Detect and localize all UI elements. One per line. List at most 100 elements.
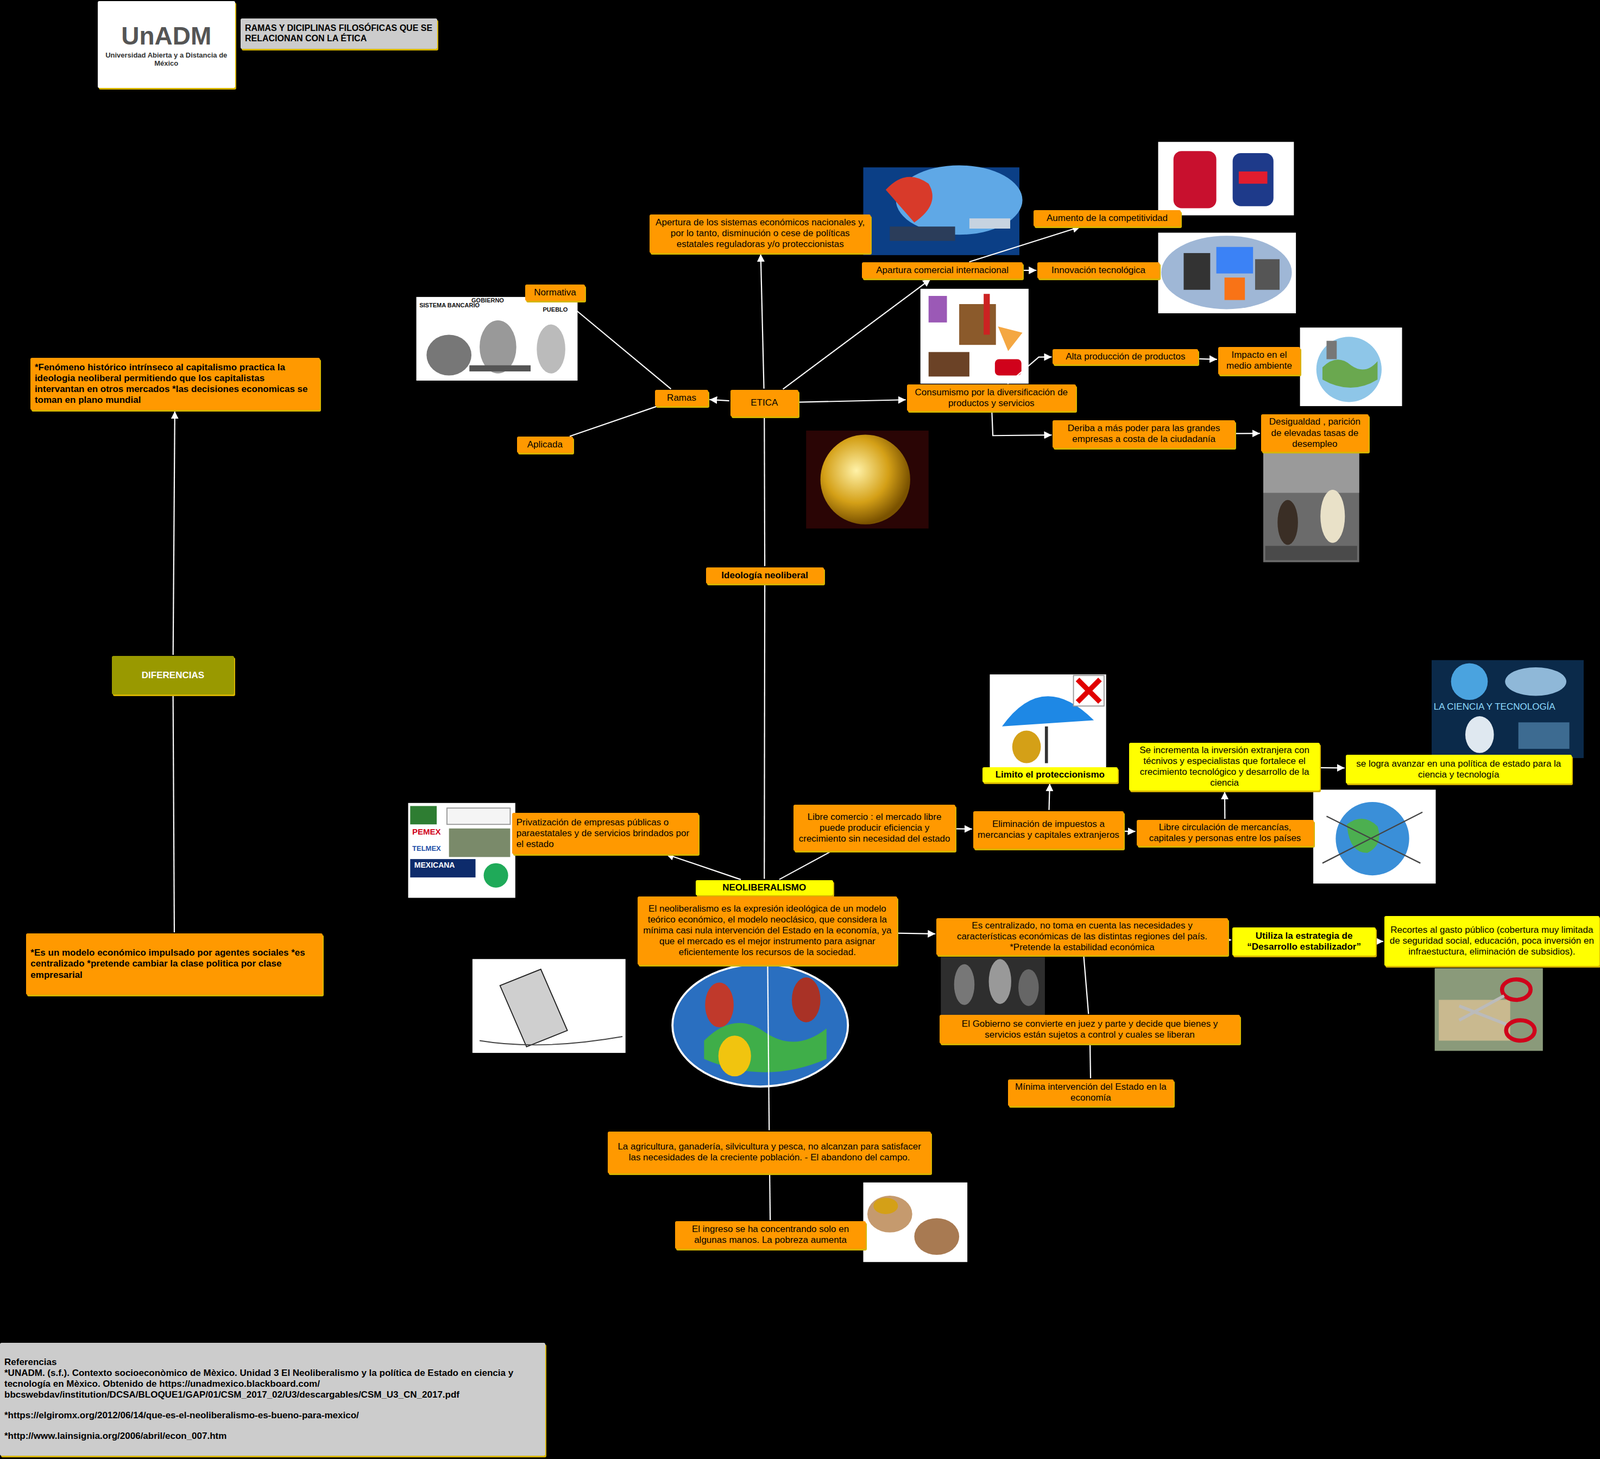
node-text: Eliminación de impuestos a mercancias y … xyxy=(977,819,1120,841)
branch-box: Normativa xyxy=(525,284,585,301)
person-shape xyxy=(989,959,1012,1005)
node-text: Se incrementa la inversión extranjera co… xyxy=(1133,745,1315,789)
products-photo xyxy=(920,288,1029,384)
concept-box: Eliminación de impuestos a mercancias y … xyxy=(973,811,1124,850)
concept-box: Se incrementa la inversión extranjera co… xyxy=(1129,742,1320,791)
node-text: El Gobierno se convierte en juez y parte… xyxy=(943,1018,1236,1041)
photo-ground xyxy=(1157,232,1296,314)
node-text: Impacto en el medio ambiente xyxy=(1222,349,1296,372)
person-shape xyxy=(704,982,734,1028)
photo-ground xyxy=(1434,968,1543,1051)
link-box: Ideología neoliberal xyxy=(706,567,824,584)
connector xyxy=(1007,356,1052,384)
node-text: *Fenómeno histórico intrínseco al capita… xyxy=(34,362,316,406)
concept-box: Recortes al gasto público (cobertura muy… xyxy=(1384,916,1600,967)
picture-label: MEXICANA xyxy=(414,861,456,870)
node-text: Limito el proteccionismo xyxy=(986,769,1114,781)
umbrella-picture xyxy=(989,674,1106,773)
picture-label: PEMEX xyxy=(412,827,442,837)
connector xyxy=(1320,767,1345,770)
connector xyxy=(569,406,657,437)
logo-shape xyxy=(483,863,509,888)
building-shape xyxy=(1263,451,1360,493)
photo-ground xyxy=(416,297,578,381)
concept-box: Utiliza la estrategia de “Desarrollo est… xyxy=(1232,927,1376,957)
person-shape xyxy=(1018,969,1039,1007)
connector xyxy=(173,695,175,933)
title-box: RAMAS Y DICIPLINAS FILOSÓFICAS QUE SE RE… xyxy=(240,18,438,49)
concept-box: se logra avanzar en una política de esta… xyxy=(1345,754,1572,784)
connector xyxy=(769,1174,771,1221)
person-shape xyxy=(1465,716,1495,754)
lab-shape xyxy=(1518,722,1570,749)
can-shape xyxy=(1173,150,1217,209)
node-text: Ramas xyxy=(659,392,705,404)
device-shape xyxy=(1224,277,1246,300)
globe-shape xyxy=(820,435,911,525)
coins-shape xyxy=(1012,730,1042,764)
photo-ground xyxy=(1263,451,1360,563)
concept-box: El neoliberalismo es la expresión ideoló… xyxy=(637,896,898,966)
factory-shape xyxy=(1326,341,1337,360)
person-shape xyxy=(718,1035,752,1077)
figure-shape xyxy=(536,324,566,374)
branch-box: Ramas xyxy=(654,389,709,407)
picture-label: TELMEX xyxy=(412,845,442,853)
connector xyxy=(760,254,765,389)
references-box: Referencias*UNADM. (s.f.). Contexto soci… xyxy=(0,1343,546,1457)
concept-box: Libre comercio : el mercado libre puede … xyxy=(793,804,956,852)
node-text: DIFERENCIAS xyxy=(116,670,230,682)
environment-picture xyxy=(1300,327,1403,407)
concept-box: Apertura de los sistemas económicos naci… xyxy=(649,214,871,254)
product-shape xyxy=(928,351,970,377)
connector xyxy=(763,584,766,880)
node-text: Privatización de empresas públicas o par… xyxy=(516,817,695,850)
photo-ground xyxy=(920,288,1029,384)
node-text: Ideología neoliberal xyxy=(710,570,820,582)
connector xyxy=(779,851,831,880)
connector xyxy=(173,411,175,655)
node-subtext: *https://elgiromx.org/2012/06/14/que-es-… xyxy=(4,1410,541,1422)
concept-box: ETICA xyxy=(730,389,799,417)
bag-shape xyxy=(500,969,568,1048)
concept-box: El ingreso se ha concentrando solo en al… xyxy=(675,1221,866,1250)
cans-photo xyxy=(1157,141,1294,216)
connector xyxy=(898,933,936,935)
concept-box: Deriba a más poder para las grandes empr… xyxy=(1052,420,1235,449)
scissors-shape xyxy=(1506,1020,1535,1042)
science-picture xyxy=(1431,660,1584,759)
ship-shape xyxy=(889,226,955,241)
world-people-picture xyxy=(672,964,848,1087)
hands-shape xyxy=(867,1195,913,1233)
hands-shape xyxy=(914,1218,960,1256)
node-text: se logra avanzar en una política de esta… xyxy=(1350,758,1568,781)
photo-ground xyxy=(805,430,929,529)
photo-ground xyxy=(1431,660,1584,759)
figure-shape xyxy=(426,334,472,376)
device-shape xyxy=(1255,259,1280,290)
node-text: La agricultura, ganadería, silvicultura … xyxy=(612,1141,927,1164)
connector xyxy=(799,399,906,402)
node-text: Es centralizado, no toma en cuenta las n… xyxy=(940,920,1224,954)
node-text: Recortes al gasto público (cobertura muy… xyxy=(1388,924,1596,958)
photo-ground xyxy=(1313,789,1436,884)
hand-shape xyxy=(1504,667,1567,697)
logo-shape xyxy=(446,808,510,825)
globe-shape xyxy=(1316,336,1382,402)
connector xyxy=(767,966,770,1131)
node-text: UnADM xyxy=(102,21,231,51)
node-text: Normativa xyxy=(529,287,581,299)
concept-box: Limito el proteccionismo xyxy=(982,767,1118,783)
node-text: RAMAS Y DICIPLINAS FILOSÓFICAS QUE SE RE… xyxy=(244,23,433,44)
node-text: Desigualdad , parición de elevadas tasas… xyxy=(1265,416,1365,450)
product-shape xyxy=(959,304,997,345)
node-subtext: *http://www.lainsignia.org/2006/abril/ec… xyxy=(4,1431,541,1442)
product-shape xyxy=(997,326,1023,351)
node-text: Libre comercio : el mercado libre puede … xyxy=(797,811,951,845)
connector xyxy=(991,412,1052,436)
logos-picture xyxy=(408,803,516,899)
person-shape xyxy=(954,964,975,1006)
node-text: Mínima intervención del Estado en la eco… xyxy=(1012,1081,1170,1104)
note-box: *Es un modelo económico impulsado por ag… xyxy=(26,933,323,995)
device-shape xyxy=(1216,247,1254,274)
